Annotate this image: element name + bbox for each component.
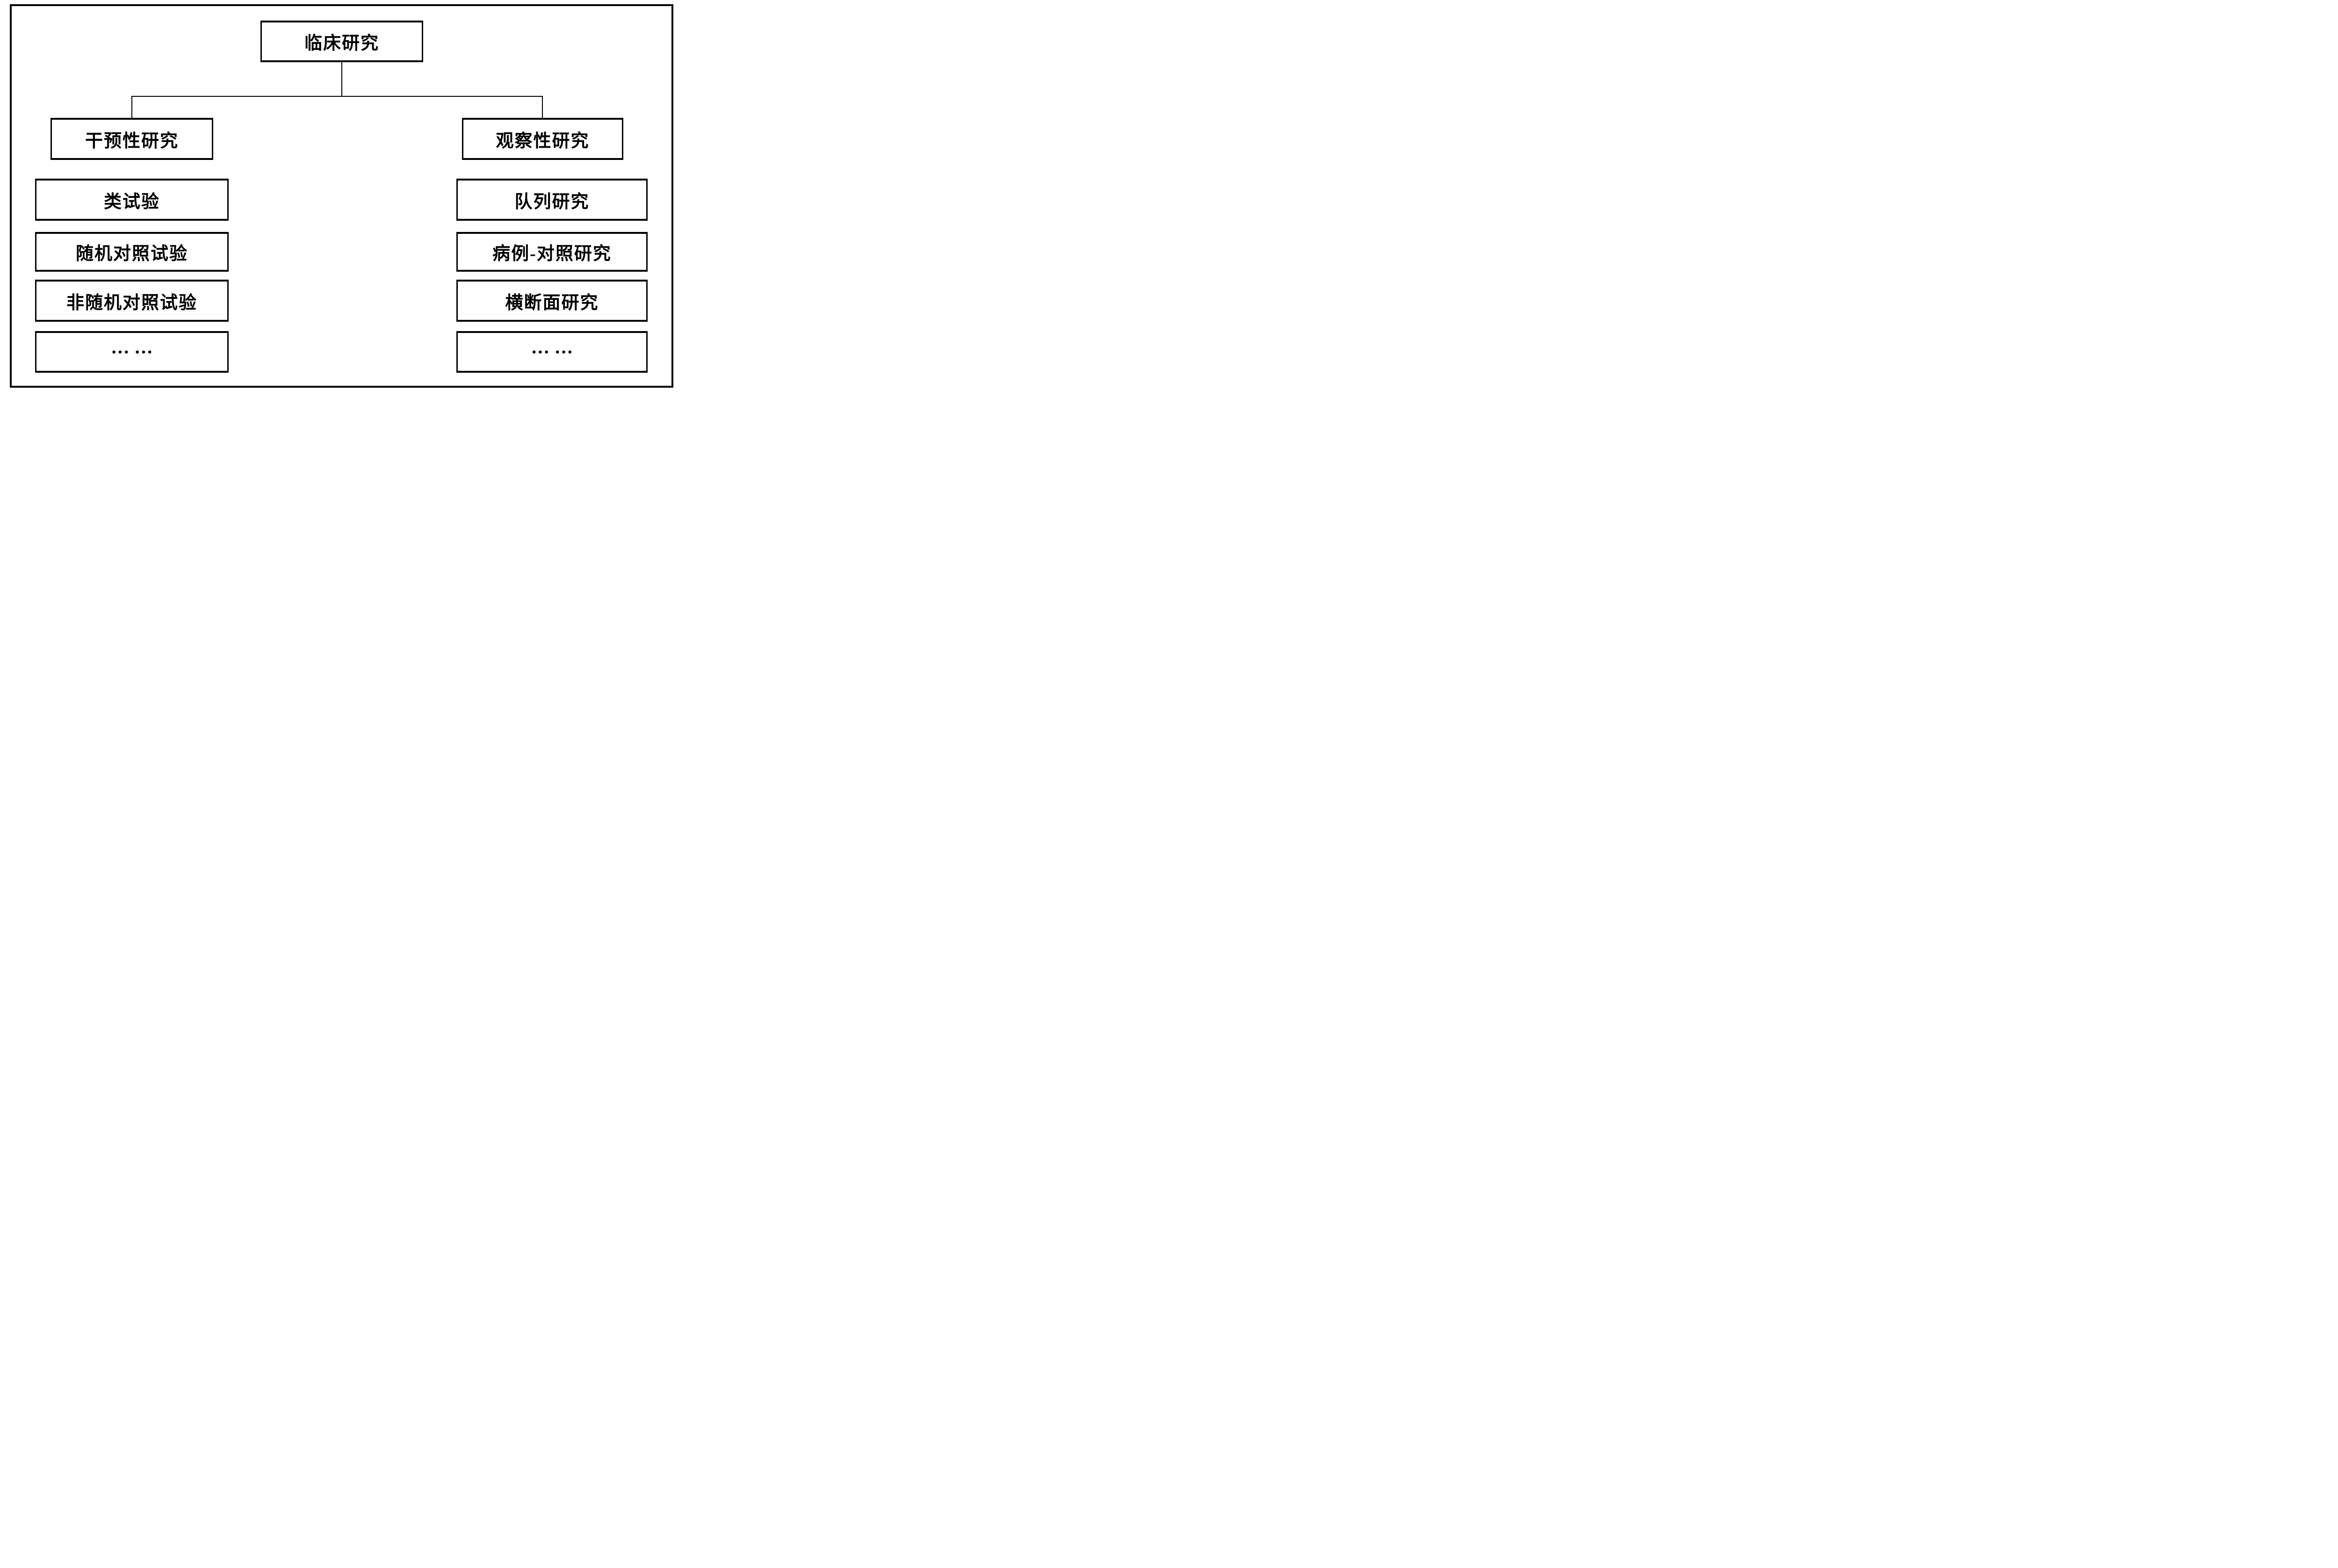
clinical-research-diagram: 临床研究 干预性研究 观察性研究 类试验 随机对照试验 非随机对照试验 ··· … bbox=[0, 0, 679, 392]
connector-root-vertical bbox=[341, 62, 342, 96]
node-non-randomized-controlled-trial: 非随机对照试验 bbox=[35, 280, 229, 322]
node-interventional-ellipsis: ··· ··· bbox=[35, 331, 229, 373]
node-cohort-study: 队列研究 bbox=[456, 179, 648, 221]
connector-branch-horizontal bbox=[131, 96, 543, 97]
node-clinical-research: 临床研究 bbox=[260, 21, 423, 62]
node-randomized-controlled-trial: 随机对照试验 bbox=[35, 232, 229, 272]
node-interventional-research: 干预性研究 bbox=[51, 118, 213, 160]
connector-right-branch-vertical bbox=[542, 96, 543, 118]
node-cross-sectional-study: 横断面研究 bbox=[456, 280, 648, 322]
node-observational-research: 观察性研究 bbox=[462, 118, 623, 160]
node-observational-ellipsis: ··· ··· bbox=[456, 331, 648, 373]
node-case-control-study: 病例-对照研究 bbox=[456, 232, 648, 272]
node-quasi-experiment: 类试验 bbox=[35, 179, 229, 221]
connector-left-branch-vertical bbox=[131, 96, 132, 118]
